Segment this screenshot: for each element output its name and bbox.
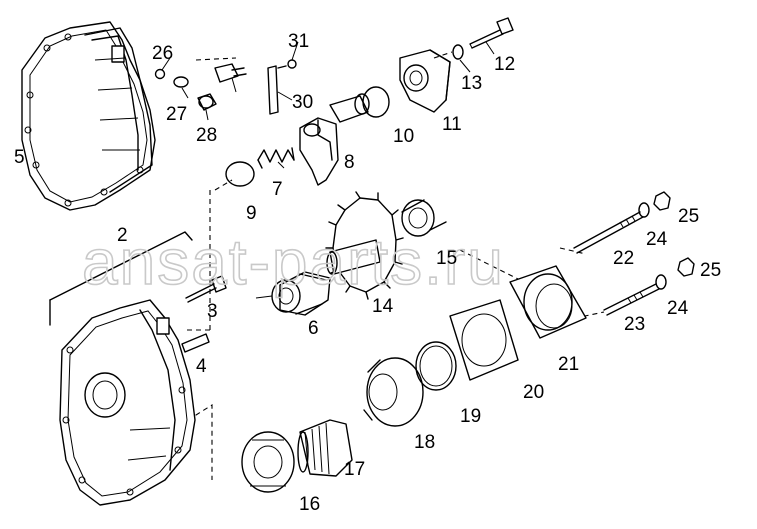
callout-28: 28 xyxy=(196,125,217,146)
callout-21: 21 xyxy=(558,354,579,375)
callout-20: 20 xyxy=(523,382,544,403)
part-13-washer xyxy=(452,44,464,60)
part-22-stud xyxy=(573,211,644,254)
callout-16: 16 xyxy=(299,494,320,515)
callout-25-upper: 25 xyxy=(678,206,699,227)
callout-5: 5 xyxy=(14,147,25,168)
part-3-bolt xyxy=(185,275,227,303)
callout-6: 6 xyxy=(308,318,319,339)
part-25-nut-lower xyxy=(677,257,695,277)
leader-lines xyxy=(161,41,495,169)
sensor-switch xyxy=(195,57,247,93)
callout-22: 22 xyxy=(613,248,634,269)
part-5-housing-cover xyxy=(21,21,156,211)
assembly-axis-lines xyxy=(186,179,605,480)
callout-12: 12 xyxy=(494,54,515,75)
watermark-text: ansat-parts.ru xyxy=(82,226,505,298)
part-24-washer-lower xyxy=(655,274,667,290)
part-30-plate xyxy=(267,65,279,115)
part-21-bearing-cover xyxy=(509,265,587,339)
callout-31: 31 xyxy=(288,31,309,52)
callout-labels: 2 3 4 5 6 7 8 9 10 11 12 13 14 15 16 17 … xyxy=(14,31,721,515)
callout-9: 9 xyxy=(246,203,257,224)
part-10-oring xyxy=(362,86,390,118)
callout-7: 7 xyxy=(272,179,283,200)
part-15-bearing xyxy=(401,199,447,237)
part-7-spring xyxy=(257,147,295,169)
part-25-nut-upper xyxy=(653,191,671,211)
callout-25-lower: 25 xyxy=(700,260,721,281)
callout-8: 8 xyxy=(344,152,355,173)
callout-19: 19 xyxy=(460,406,481,427)
part-8-shift-fork xyxy=(299,93,370,186)
callout-26: 26 xyxy=(152,43,173,64)
callout-10: 10 xyxy=(393,126,414,147)
part-11-cylinder-cover xyxy=(399,49,451,113)
part-17-splined-shaft xyxy=(297,419,353,477)
callout-24-upper: 24 xyxy=(646,229,668,250)
callout-11: 11 xyxy=(442,114,462,135)
part-19-snap-ring xyxy=(415,341,457,391)
callout-24-lower: 24 xyxy=(667,298,689,319)
callout-30: 30 xyxy=(292,92,313,113)
part-31-screw xyxy=(277,59,297,69)
part-18-bearing xyxy=(363,357,424,427)
part-28-plug xyxy=(197,93,217,111)
part-4-dowel-pin xyxy=(181,333,210,353)
callout-4: 4 xyxy=(196,356,207,377)
part-6-bearing xyxy=(255,271,331,316)
callout-23: 23 xyxy=(624,314,645,335)
callout-27: 27 xyxy=(166,104,187,125)
callout-18: 18 xyxy=(414,432,435,453)
part-23-stud xyxy=(603,283,660,316)
callout-15: 15 xyxy=(436,248,457,269)
part-27-oring xyxy=(173,76,189,88)
part-16-bearing xyxy=(241,431,295,493)
part-9-cover-disc xyxy=(225,161,255,187)
callout-13: 13 xyxy=(461,73,482,94)
callout-14: 14 xyxy=(372,296,394,317)
part-14-gear xyxy=(325,191,404,300)
part-26-ball xyxy=(154,68,166,80)
part-20-gasket xyxy=(449,299,519,381)
callout-17: 17 xyxy=(344,459,365,480)
callout-3: 3 xyxy=(207,301,218,322)
part-12-bolt xyxy=(469,17,514,49)
part-2-gearbox-housing xyxy=(49,231,196,506)
callout-2: 2 xyxy=(117,225,128,246)
part-24-washer-upper xyxy=(638,202,650,218)
